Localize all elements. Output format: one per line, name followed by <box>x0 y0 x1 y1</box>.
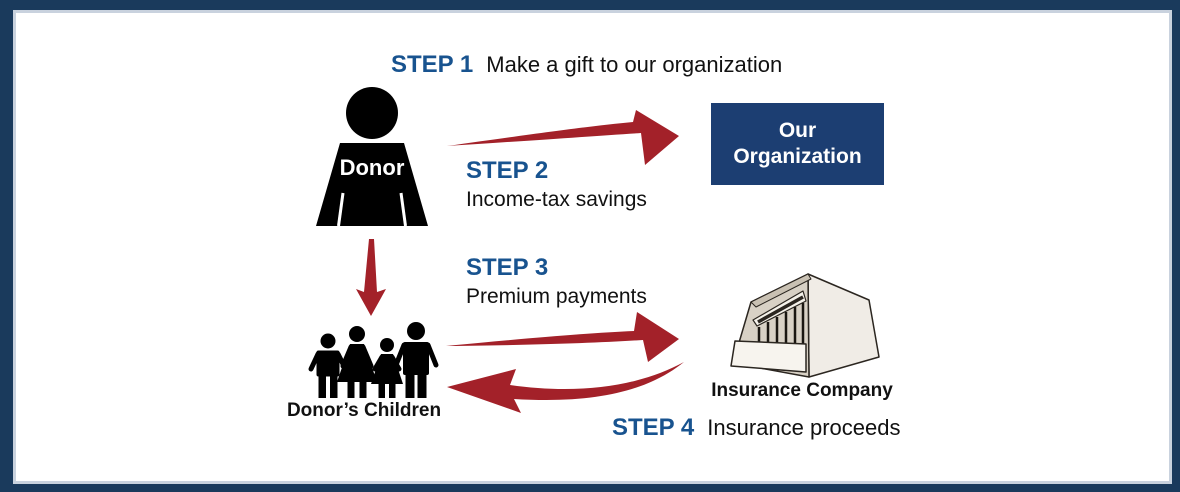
step2-text: Income-tax savings <box>466 188 647 211</box>
organization-name-line1: Our <box>778 119 817 142</box>
insurance-caption: Insurance Company <box>711 380 893 401</box>
arrow-children-to-insurance <box>446 312 679 362</box>
step2-heading: STEP 2 Income-tax savings <box>466 157 647 212</box>
step3-label: STEP 3 <box>466 254 549 281</box>
bank-building-icon <box>730 273 880 378</box>
step1-heading: STEP 1 Make a gift to our organization <box>391 51 782 79</box>
family-silhouette-icon <box>308 322 439 398</box>
step2-label: STEP 2 <box>466 157 549 184</box>
organization-name-line2: Organization <box>733 145 862 168</box>
step4-label: STEP 4 <box>612 414 695 441</box>
donor-label: Donor <box>339 155 405 180</box>
step4-text: Insurance proceeds <box>707 415 901 440</box>
step4-heading: STEP 4 Insurance proceeds <box>612 414 901 442</box>
arrow-insurance-to-children <box>447 362 684 413</box>
step3-text: Premium payments <box>466 285 647 308</box>
step1-label: STEP 1 <box>391 51 474 78</box>
arrow-donor-to-children <box>356 239 386 316</box>
person-silhouette-icon <box>316 87 428 227</box>
organization-box: Our Organization <box>711 103 884 185</box>
arrow-donor-to-organization <box>447 110 679 165</box>
step1-text: Make a gift to our organization <box>486 52 783 77</box>
children-caption: Donor’s Children <box>286 400 442 421</box>
step3-heading: STEP 3 Premium payments <box>466 254 647 309</box>
